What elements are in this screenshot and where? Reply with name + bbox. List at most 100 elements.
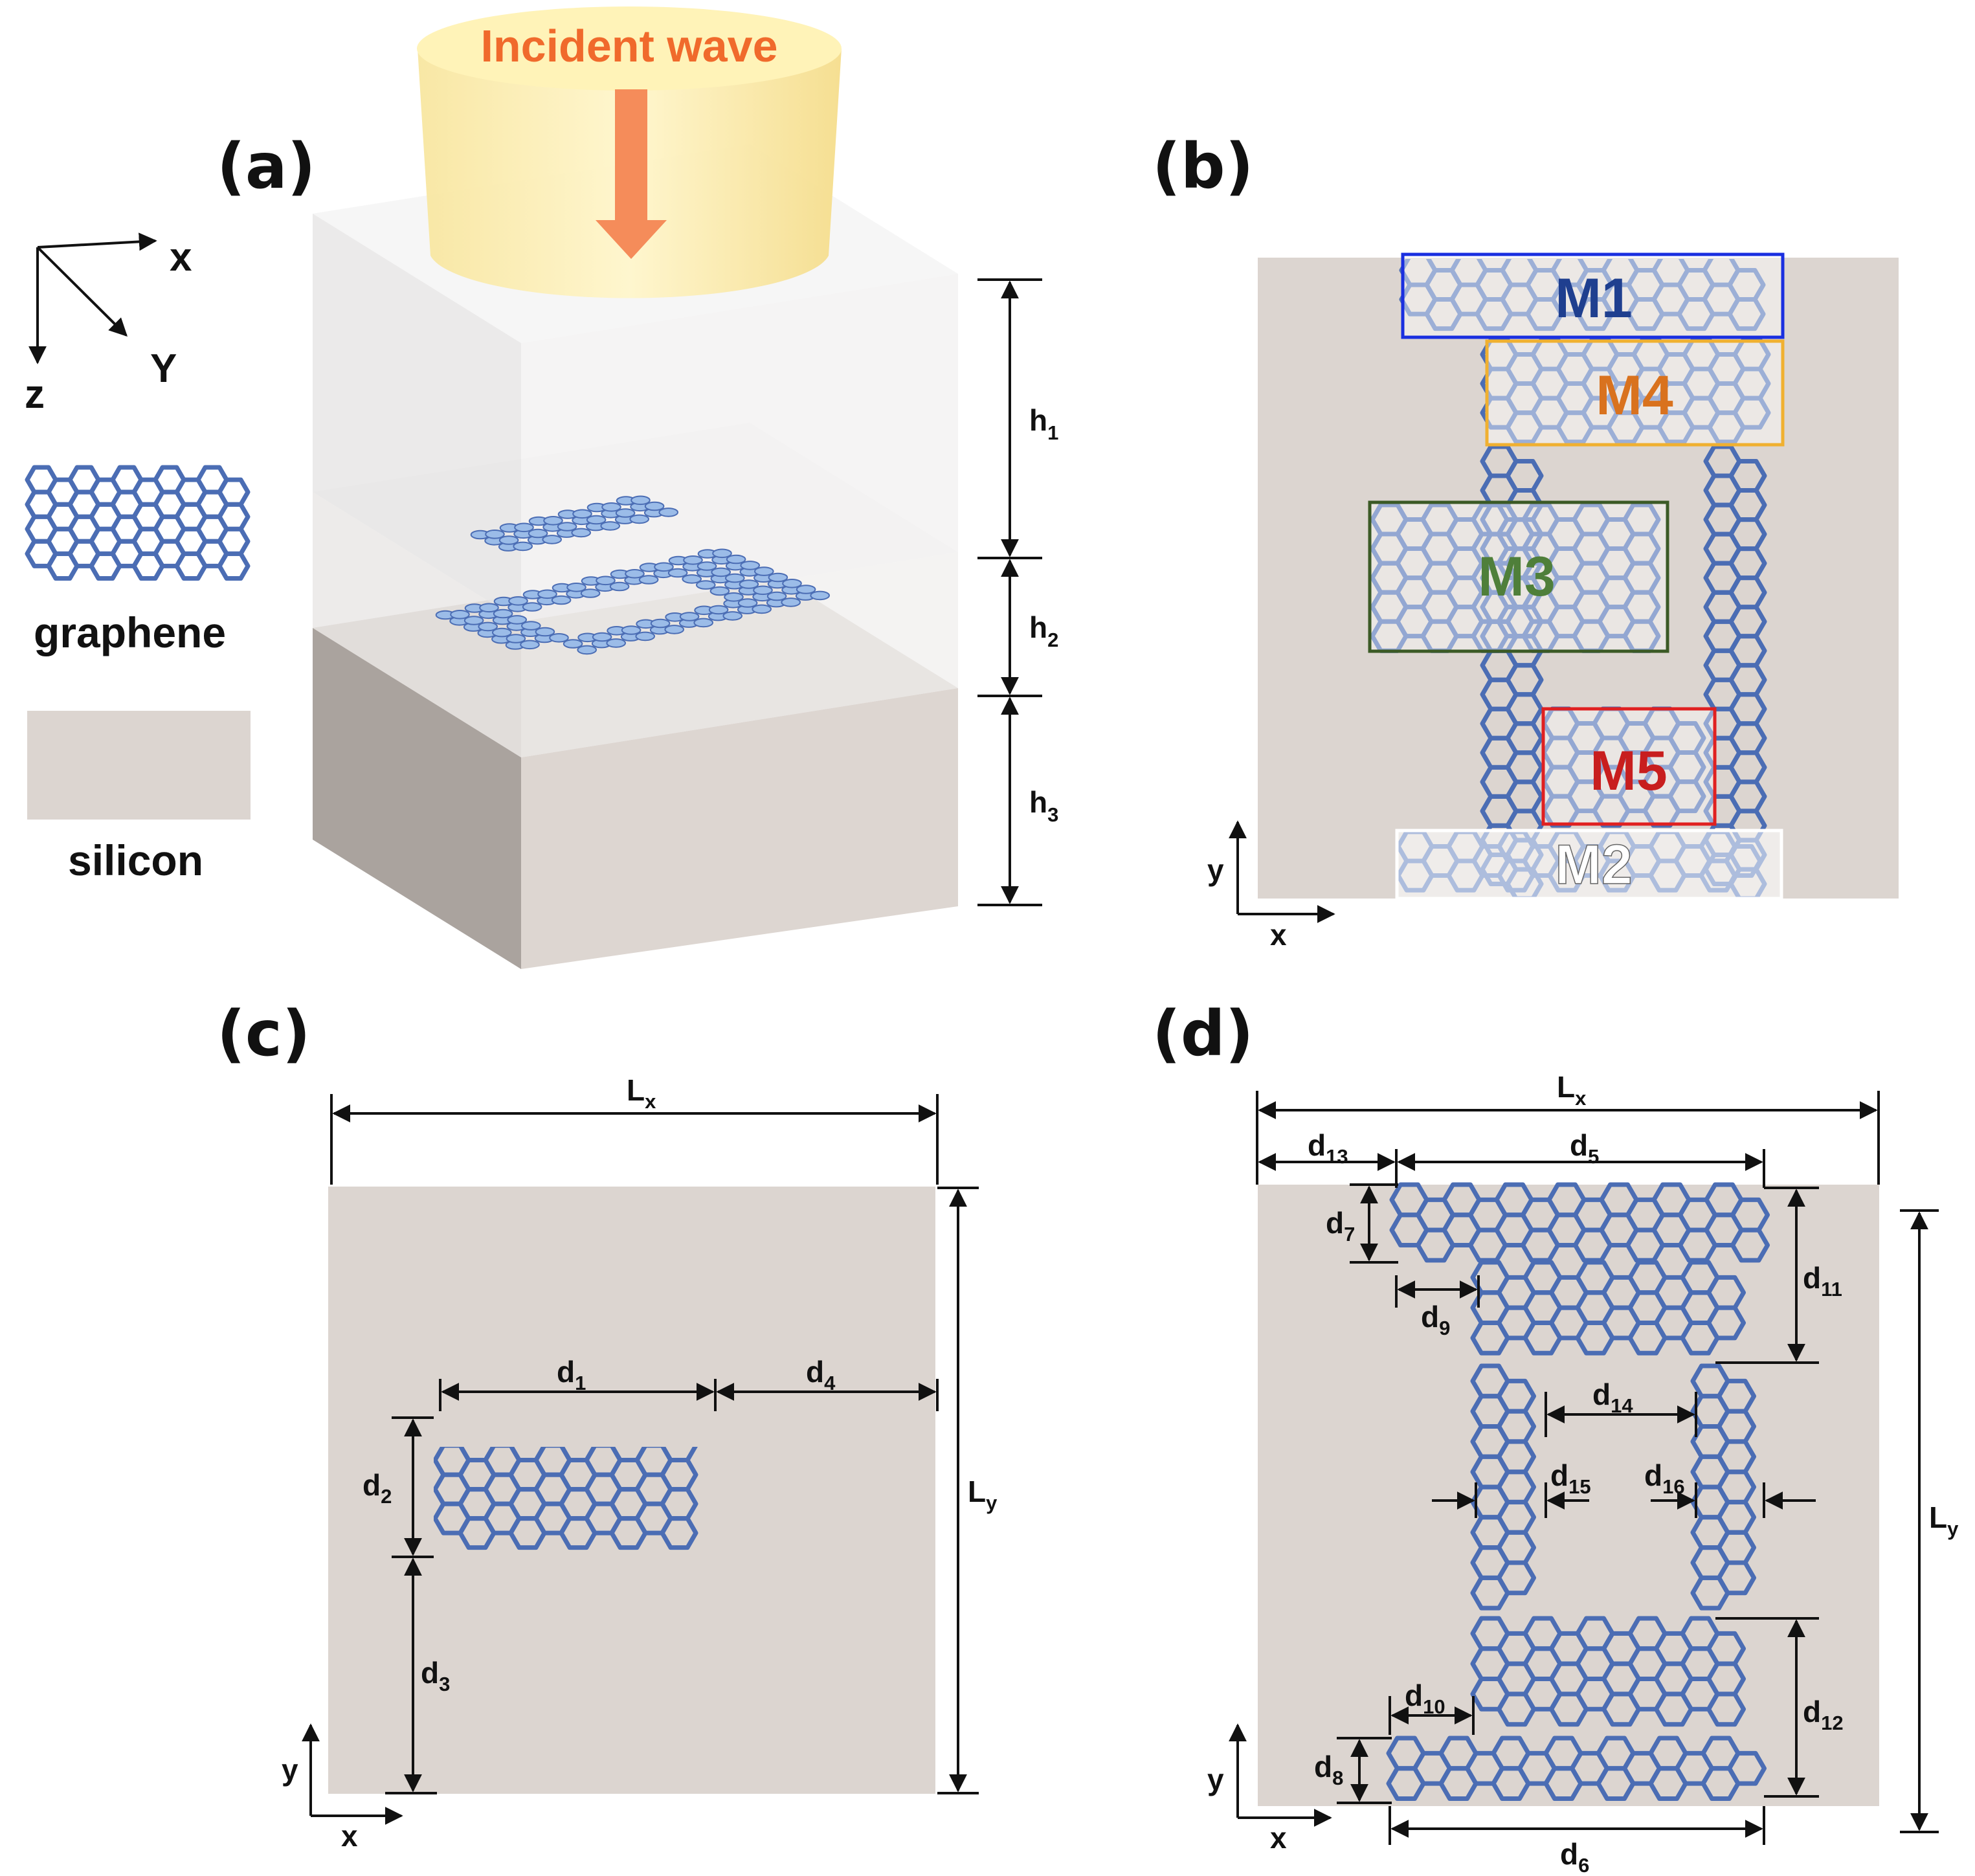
hex-cell	[709, 586, 730, 596]
axis-z-3d: z	[25, 372, 45, 417]
hex-cell	[711, 567, 731, 577]
hex-cell	[520, 640, 540, 650]
hex-cell	[596, 575, 616, 586]
h3-label: h3	[1029, 785, 1058, 826]
hex-cell	[712, 548, 732, 559]
label-d5: d5	[1570, 1128, 1599, 1168]
dims-c: Lx Ly d1 d4 d2 d3	[330, 1073, 998, 1794]
axis-x-b: x	[1270, 918, 1287, 952]
axis-y-b: y	[1207, 853, 1224, 887]
label-d3: d3	[421, 1656, 450, 1695]
hex-cell	[664, 625, 684, 634]
incident-arrow	[596, 89, 667, 259]
hex-cell	[522, 602, 542, 612]
hex-cell	[766, 591, 787, 601]
axis-y-3d: Y	[150, 346, 177, 391]
hex-cell	[217, 477, 251, 507]
hex-cell	[514, 522, 534, 533]
hex-cell	[1732, 396, 1771, 430]
h1-label: h1	[1029, 403, 1058, 444]
hex-cell	[563, 639, 583, 649]
hex-cell	[1668, 779, 1706, 814]
hex-cell	[630, 495, 651, 506]
label-d8: d8	[1314, 1750, 1343, 1789]
hex-cell	[463, 616, 484, 625]
axis-x-3d: x	[170, 235, 192, 280]
panel-d: (d) Lx d13 d5 d7 d9	[1152, 998, 1959, 1876]
hex-cell	[782, 579, 802, 588]
mode-label-m5: M5	[1590, 740, 1667, 802]
hex-cell	[667, 568, 688, 578]
hex-cell	[638, 575, 659, 585]
panel-c: (c) Lx Ly d1 d4 d2	[217, 998, 998, 1853]
hex-cell	[625, 569, 645, 579]
hex-cell	[752, 604, 772, 614]
hex-cell	[543, 516, 563, 526]
mode-box-m2: M2	[1395, 829, 1783, 900]
label-Ly-c: Ly	[968, 1475, 998, 1514]
incident-wave-beam: Incident wave	[417, 6, 842, 298]
axes-2d-d: y x	[1207, 1723, 1332, 1855]
panel-label-c: (c)	[217, 998, 311, 1070]
hex-cell	[615, 508, 636, 518]
hex-cell	[493, 609, 513, 619]
label-d13: d13	[1308, 1128, 1348, 1168]
hex-cell	[577, 645, 597, 655]
label-d2: d2	[363, 1468, 392, 1508]
hex-cell	[650, 618, 671, 629]
hex-cell	[551, 595, 572, 605]
hex-cell	[629, 514, 650, 524]
hex-cell	[528, 528, 548, 539]
incident-wave-label: Incident wave	[480, 21, 777, 71]
hex-cell	[586, 515, 607, 525]
mode-label-m1: M1	[1555, 267, 1632, 329]
hex-cell	[726, 554, 746, 564]
hex-cell	[609, 581, 630, 592]
hex-cell	[644, 501, 665, 511]
hex-cell	[1727, 1750, 1767, 1786]
hex-cell	[498, 535, 519, 545]
graphene-swatch	[25, 465, 251, 581]
panel-b: (b) M1 M4 M3 M5 M2 y x	[1152, 130, 1899, 952]
hex-cell	[737, 598, 758, 608]
mode-box-m3: M3	[1368, 500, 1669, 653]
hex-cell	[521, 621, 541, 631]
label-d16: d16	[1644, 1458, 1685, 1498]
hex-cell	[658, 508, 678, 517]
dims-d: Lx d13 d5 d7 d9 d11	[1256, 1070, 1959, 1876]
hex-cell	[592, 632, 612, 642]
axis-y-d: y	[1207, 1763, 1224, 1796]
hex-cell	[479, 603, 499, 613]
mode-label-m4: M4	[1596, 364, 1673, 427]
hex-cell	[492, 627, 512, 638]
label-Lx-c: Lx	[627, 1073, 656, 1113]
hex-cell	[768, 572, 788, 583]
silicon-swatch	[27, 711, 251, 820]
panel-label-d: (d)	[1152, 998, 1253, 1070]
hex-cell	[725, 573, 745, 583]
axes-2d-c: y x	[282, 1723, 403, 1853]
label-d12: d12	[1803, 1695, 1844, 1734]
hex-cell	[506, 634, 526, 643]
hex-cell	[600, 521, 621, 531]
mode-label-m3: M3	[1478, 546, 1555, 608]
hex-cell	[753, 585, 773, 596]
hex-cell	[696, 580, 716, 590]
hex-cell	[1730, 1227, 1770, 1263]
mode-box-m4: M4	[1485, 339, 1785, 447]
legend-silicon-label: silicon	[68, 836, 203, 884]
graphene-layer-top	[470, 495, 678, 552]
label-d11: d11	[1803, 1261, 1842, 1301]
legend-silicon: silicon	[27, 711, 251, 884]
label-d7: d7	[1326, 1206, 1355, 1245]
hex-cell	[682, 574, 702, 584]
mode-box-m1: M1	[1401, 252, 1785, 339]
hex-cell	[580, 588, 601, 598]
hex-cell	[660, 1516, 698, 1550]
graphene-pattern-d	[1386, 1182, 1770, 1801]
hex-cell	[571, 528, 592, 538]
panel-label-b: (b)	[1152, 130, 1253, 203]
graphene-layer-bottom	[435, 548, 830, 655]
hex-cell	[1717, 1560, 1756, 1596]
